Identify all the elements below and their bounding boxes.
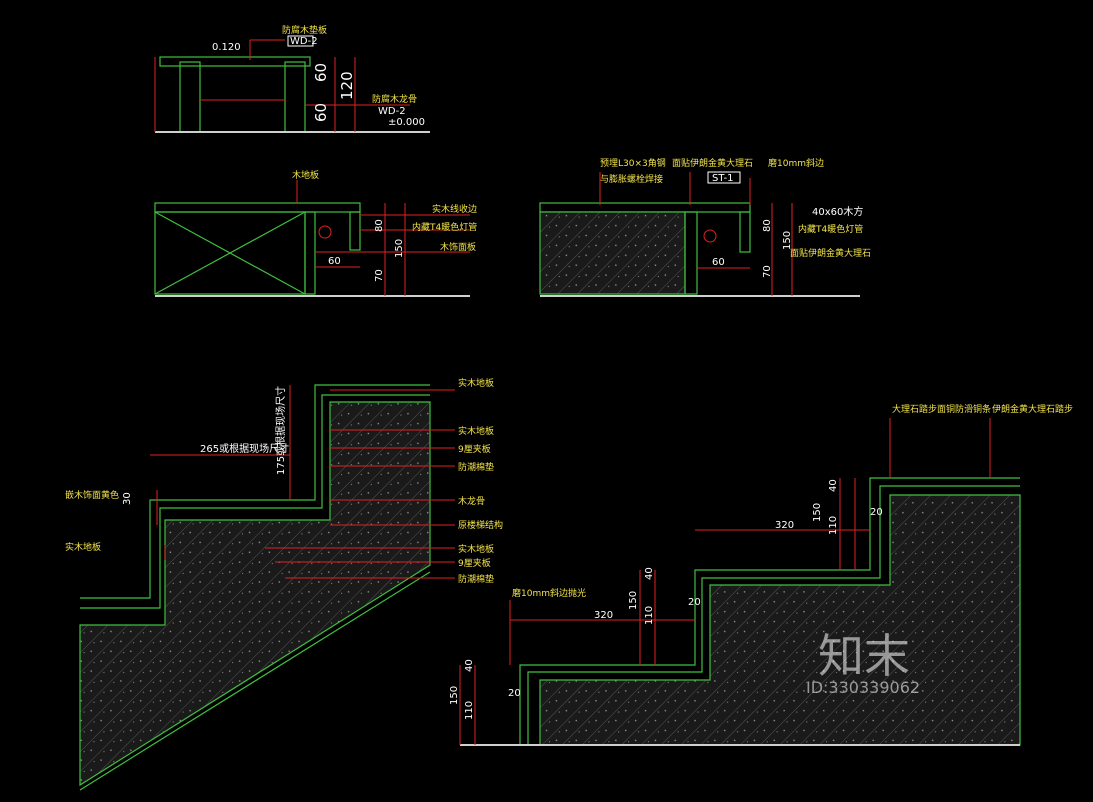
dim-b-60: 60 — [328, 256, 341, 267]
finish-line-inner — [80, 394, 430, 609]
watermark-id: ID:330339062 — [806, 678, 920, 697]
dim-a-60-bottom: 60 — [312, 103, 330, 122]
lamp-icon-c — [703, 229, 717, 243]
tag-c: ST-1 — [712, 173, 734, 184]
dim-top: 0.120 — [212, 42, 241, 53]
dim-e-upper-20: 20 — [870, 507, 883, 518]
dim-e-mid-110: 110 — [644, 606, 655, 625]
dim-c-150: 150 — [782, 231, 793, 250]
tag-box — [287, 35, 314, 47]
marble-tread — [539, 202, 751, 213]
deck-board — [159, 56, 311, 67]
dim-e-mid-40: 40 — [644, 567, 655, 580]
detail-a-platform-section: 0.120 防腐木垫板 WD-2 防腐木龙骨 WD-2 60 120 60 ±0… — [154, 24, 430, 133]
watermark: 知末 ID:330339062 — [806, 629, 920, 697]
dim-d-riser: 175或根据现场尺寸 — [274, 386, 287, 475]
wood-tread — [154, 202, 361, 213]
stair-structure — [80, 402, 430, 785]
label-c-7: 面贴伊朗金黄大理石 — [790, 247, 871, 259]
label-d-4: 防潮棉垫 — [458, 461, 494, 473]
left-post — [179, 61, 201, 133]
label-b-panel: 木饰面板 — [440, 241, 476, 253]
dim-b-70: 70 — [374, 269, 385, 282]
label-d-1: 实木地板 — [458, 377, 494, 389]
dim-e-lower-110: 110 — [464, 701, 475, 720]
label-b-lamp: 内藏T4暖色灯管 — [412, 221, 477, 233]
label-d-8: 9厘夹板 — [458, 557, 491, 569]
watermark-brand: 知末 — [818, 629, 910, 683]
marble-finish-outer — [519, 477, 1020, 745]
detail-c-marble-step-section: 预埋L30×3角钢 与膨胀螺栓焊接 面贴伊朗金黄大理石 ST-1 磨10mm斜边… — [539, 157, 871, 297]
label-c-6: 内藏T4暖色灯管 — [798, 223, 863, 235]
dim-a-60-top: 60 — [312, 63, 330, 82]
dim-e-upper-40: 40 — [828, 479, 839, 492]
dim-e-lower-20: 20 — [508, 688, 521, 699]
label-d-9: 防潮棉垫 — [458, 573, 494, 585]
dim-e-mid-20: 20 — [688, 597, 701, 608]
label-d-10: 嵌木饰面黄色 — [65, 489, 119, 501]
label-d-6: 原楼梯结构 — [458, 519, 503, 531]
lamp-icon — [318, 225, 332, 239]
dim-e-mid-320: 320 — [594, 610, 613, 621]
tag-a: WD-2 — [290, 36, 318, 47]
label-c-3: 面贴伊朗金黄大理石 — [672, 157, 753, 169]
detail-d-wood-stair-section: 265或根据现场尺寸 175或根据现场尺寸 30 实木地板 实木地板 9厘夹板 … — [65, 377, 503, 791]
dim-e-mid-150: 150 — [628, 591, 639, 610]
dim-e-lower-40: 40 — [464, 659, 475, 672]
dim-b-150: 150 — [394, 239, 405, 258]
dim-e-upper-110: 110 — [828, 516, 839, 535]
label-e-1: 大理石踏步面铜防滑铜条 — [892, 403, 991, 415]
dim-c-60: 60 — [712, 257, 725, 268]
edge-trim — [349, 211, 361, 251]
detail-b-wood-step-section: 木地板 实木线收边 内藏T4暖色灯管 木饰面板 80 150 60 70 — [154, 169, 477, 297]
detail-e-marble-stair-section: 大理石踏步面铜防滑铜条 伊朗金黄大理石踏步 磨10mm斜边抛光 40 150 1… — [449, 403, 1073, 746]
label-b-trim: 实木线收边 — [432, 203, 477, 215]
dim-d-small: 30 — [122, 492, 133, 505]
label-a-1: 防腐木垫板 — [282, 24, 327, 36]
label-e-2: 伊朗金黄大理石踏步 — [992, 403, 1073, 415]
dim-e-upper-320: 320 — [775, 520, 794, 531]
tag-a2: WD-2 — [378, 106, 406, 117]
dim-a-120: 120 — [338, 71, 356, 100]
label-d-3: 9厘夹板 — [458, 443, 491, 455]
label-b-floor: 木地板 — [292, 169, 319, 181]
dim-c-80: 80 — [762, 219, 773, 232]
label-d-7: 实木地板 — [458, 543, 494, 555]
elevation-mark: ±0.000 — [388, 117, 425, 128]
label-d-5: 木龙骨 — [458, 495, 485, 507]
dim-c-70: 70 — [762, 265, 773, 278]
label-c-4: 磨10mm斜边 — [768, 157, 824, 169]
tag-box-c — [707, 171, 741, 184]
concrete-base — [540, 212, 685, 294]
finish-line-outer — [80, 384, 430, 599]
label-c-2: 与膨胀螺栓焊接 — [600, 173, 663, 185]
marble-stair-structure — [540, 495, 1020, 745]
dim-d-tread: 265或根据现场尺寸 — [200, 442, 289, 455]
dim-e-upper-150: 150 — [812, 503, 823, 522]
right-post — [284, 61, 306, 133]
label-d-2: 实木地板 — [458, 425, 494, 437]
label-d-11: 实木地板 — [65, 541, 101, 553]
label-c-5: 40x60木方 — [812, 205, 863, 218]
dim-e-lower-150: 150 — [449, 686, 460, 705]
dim-b-80: 80 — [374, 219, 385, 232]
label-a-2: 防腐木龙骨 — [372, 93, 417, 105]
label-c-1: 预埋L30×3角钢 — [600, 157, 666, 169]
label-e-3: 磨10mm斜边抛光 — [512, 587, 586, 599]
